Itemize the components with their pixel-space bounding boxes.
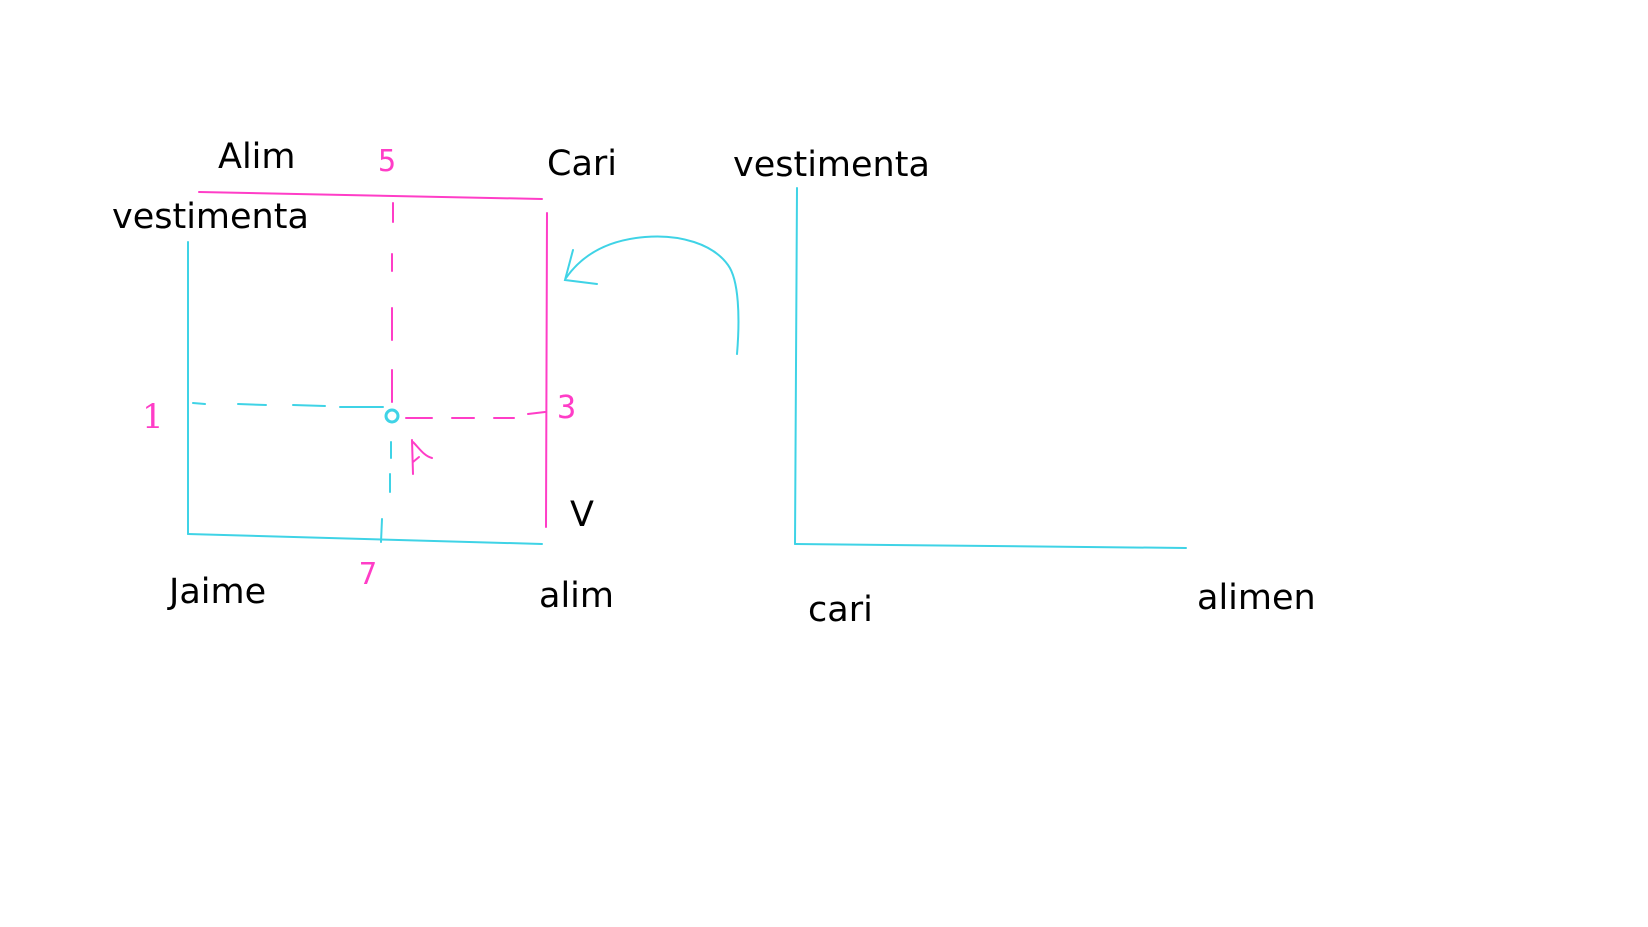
right-x-axis [794,543,1187,549]
left-box-cyan-axes [187,235,740,545]
label-v: V [570,495,594,535]
label-cari-origin: cari [808,590,873,630]
curved-arrow-head [563,249,598,285]
tick-five-top: 5 [378,144,397,179]
tick-seven-bottom: 7 [359,557,378,592]
left-box-magenta-axes [198,191,548,528]
label-jaime-origin: Jaime [169,572,267,612]
label-cari-top: Cari [547,144,617,184]
magenta-right-axis [545,212,548,528]
right-axes [794,187,1187,549]
magenta-top-axis [198,191,543,200]
label-alimen-axis: alimen [1197,578,1316,618]
magenta-dashed-vertical [391,202,394,403]
label-vestimenta-left: vestimenta [112,197,309,237]
right-y-axis [794,187,798,545]
label-alim-bottom: alim [539,576,614,616]
label-alim-top: Alim [218,137,296,177]
left-box-x-axis [187,533,543,545]
magenta-dashed-horizontal [405,411,546,419]
tick-one-left: 1 [142,397,164,437]
allocation-point [384,408,400,424]
left-dashed-horizontal [192,402,384,408]
tick-three-right: 3 [557,388,577,426]
label-vestimenta-right: vestimenta [733,145,930,185]
left-dashed-vertical-lower [380,441,392,543]
magenta-point-mark [411,439,433,475]
curved-arrow [565,235,740,355]
